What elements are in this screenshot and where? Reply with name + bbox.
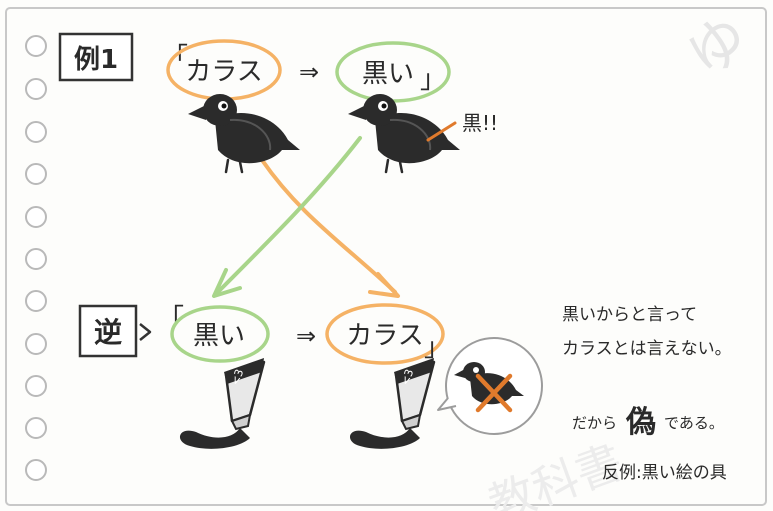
original-arrow: ⇒ [299, 58, 319, 86]
original-subject: カラス [185, 57, 262, 87]
binding-hole [25, 417, 47, 439]
arrowhead-orange [368, 272, 400, 298]
example-label-box [58, 32, 134, 82]
converse-arrow: ⇒ [296, 322, 316, 350]
binding-holes [25, 35, 47, 481]
binding-hole [25, 78, 47, 100]
explanation-line3-pre: だから [572, 414, 617, 432]
converse-predicate: カラス [346, 321, 423, 351]
pointer-line [426, 121, 457, 142]
counterexample: 反例:黒い絵の具 [602, 463, 727, 483]
binding-hole [25, 206, 47, 228]
tube-label: <3 [399, 367, 417, 387]
paint-tube-illustration: <3 [179, 358, 266, 449]
converse-subject-ring [170, 305, 270, 363]
binding-hole [25, 290, 47, 312]
binding-hole [25, 459, 47, 481]
example-label: 例1 [74, 45, 118, 75]
paint-tube-illustration: <3 [349, 358, 436, 449]
cross-mark [475, 373, 513, 413]
binding-hole [25, 248, 47, 270]
crow-illustration [188, 94, 300, 174]
converse-pointer [139, 323, 152, 341]
explanation-false-kanji: 偽 [625, 405, 656, 440]
converse-subject: 黒い [193, 321, 245, 351]
binding-hole [25, 121, 47, 143]
crow-note: 黒!! [462, 111, 498, 135]
binding-hole [25, 35, 47, 57]
binding-hole [25, 375, 47, 397]
arrowhead-green [212, 268, 242, 298]
original-predicate: 黒い [362, 59, 414, 89]
binding-hole [25, 163, 47, 185]
card-border [5, 7, 767, 506]
converse-label: 逆 [94, 316, 122, 349]
converse-label-box [78, 304, 138, 358]
converse-close-bracket: 」 [424, 333, 450, 363]
explanation-line1: 黒いからと言って [562, 305, 697, 325]
thought-bubble [437, 337, 543, 435]
explanation-line2: カラスとは言えない。 [562, 339, 732, 359]
crow-illustration [348, 94, 460, 174]
converse-predicate-ring [325, 303, 445, 365]
binding-hole [25, 333, 47, 355]
tube-label: <3 [229, 367, 247, 387]
arrow-black-to-black [216, 136, 362, 294]
explanation-line3-post: である。 [664, 414, 724, 432]
original-close-bracket: 」 [420, 65, 446, 95]
